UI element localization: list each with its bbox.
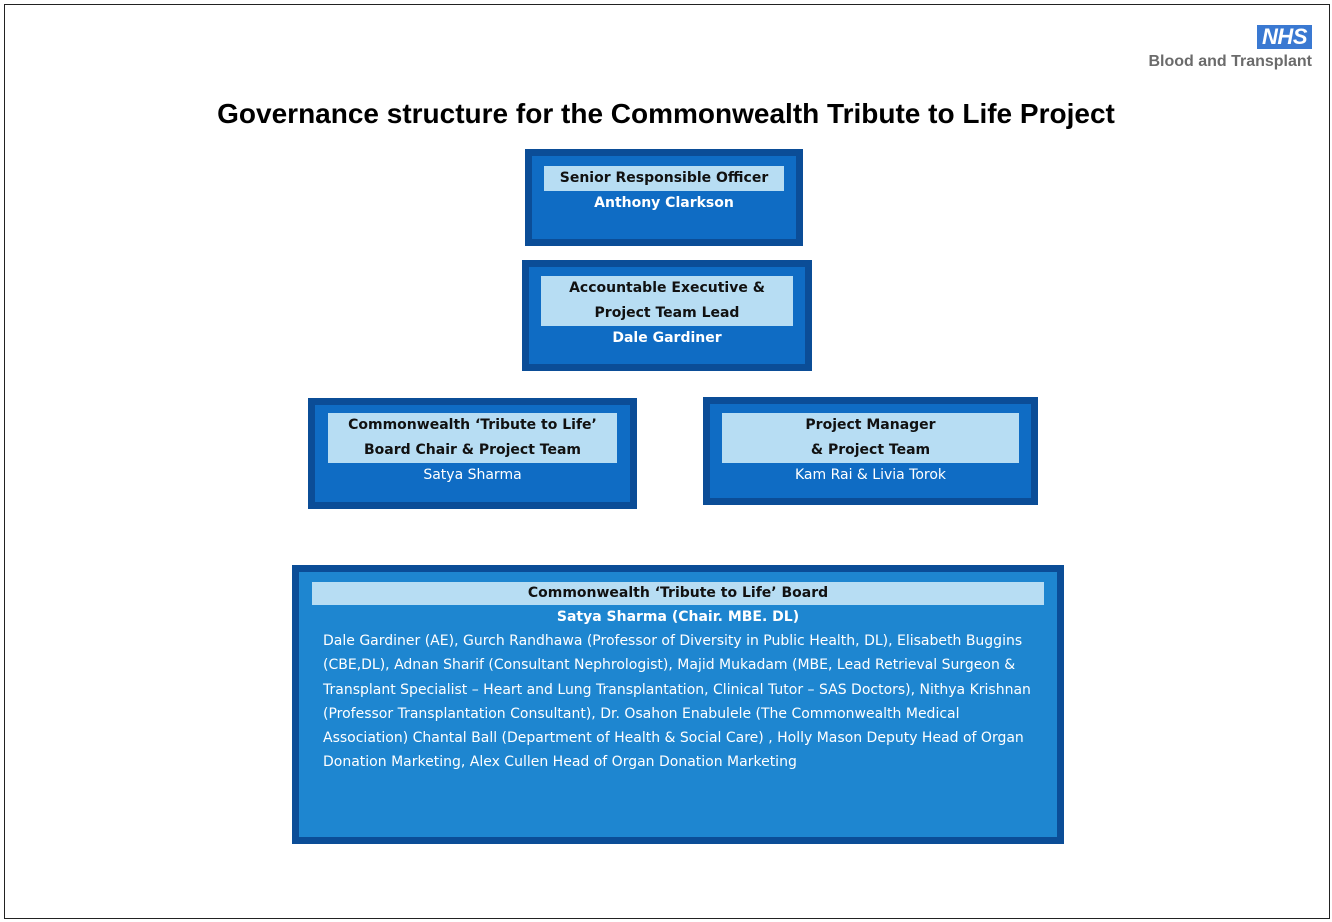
board-role: Commonwealth ‘Tribute to Life’ Board <box>312 582 1044 605</box>
board-chair-role-line2: Board Chair & Project Team <box>363 442 582 458</box>
board-chair-role-line1: Commonwealth ‘Tribute to Life’ <box>348 417 597 433</box>
sro-role: Senior Responsible Officer <box>544 166 784 191</box>
board-chair-name: Satya Sharma <box>423 467 522 483</box>
page-title: Governance structure for the Commonwealt… <box>217 98 1115 129</box>
nhs-badge: NHS <box>1257 25 1312 49</box>
pm-role-header: Project Manager & Project Team <box>722 413 1019 463</box>
board-chair-box: Commonwealth ‘Tribute to Life’ Board Cha… <box>308 398 637 509</box>
board-chair-line: Satya Sharma (Chair. MBE. DL) <box>556 609 800 625</box>
slide-frame <box>4 4 1330 919</box>
pm-role-line2: & Project Team <box>810 442 931 458</box>
logo-subtitle: Blood and Transplant <box>1148 53 1312 70</box>
board-members: Dale Gardiner (AE), Gurch Randhawa (Prof… <box>323 633 1031 771</box>
sro-name: Anthony Clarkson <box>594 195 734 211</box>
sro-box: Senior Responsible Officer Anthony Clark… <box>525 149 803 246</box>
project-manager-box: Project Manager & Project Team Kam Rai &… <box>703 397 1038 505</box>
ae-role-header: Accountable Executive & Project Team Lea… <box>541 276 793 326</box>
pm-name: Kam Rai & Livia Torok <box>794 467 947 483</box>
ae-name: Dale Gardiner <box>612 330 722 346</box>
nhs-logo: NHS Blood and Transplant <box>1148 25 1312 71</box>
ae-role-line1: Accountable Executive & <box>569 280 765 296</box>
accountable-executive-box: Accountable Executive & Project Team Lea… <box>522 260 812 371</box>
pm-role-line1: Project Manager <box>805 417 936 433</box>
ae-role-line2: Project Team Lead <box>594 305 740 321</box>
board-box: Commonwealth ‘Tribute to Life’ Board Sat… <box>292 565 1064 844</box>
board-chair-role-header: Commonwealth ‘Tribute to Life’ Board Cha… <box>328 413 617 463</box>
